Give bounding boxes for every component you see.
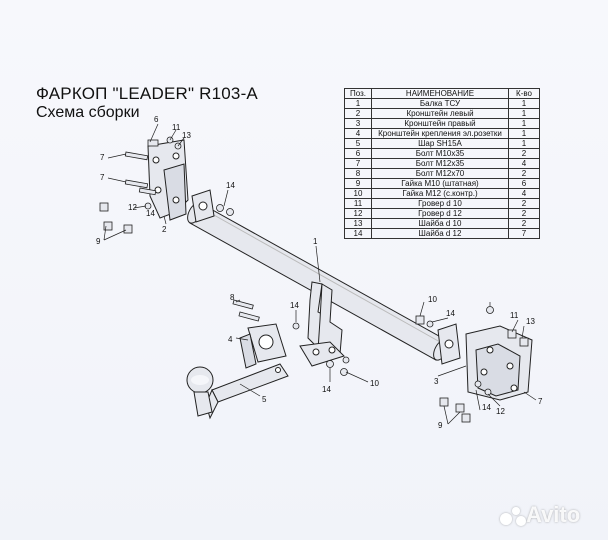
row-qty: 7 [508,228,540,239]
callout-10-upper: 10 [428,295,437,304]
watermark-text: Avito [526,502,581,527]
callout-14-right-bracket: 14 [482,403,491,412]
beam-right-end-plate [437,323,461,365]
diagram-subtitle: Схема сборки [36,104,140,121]
callout-1: 1 [313,237,318,246]
callout-7-left-lower: 7 [100,173,105,182]
callout-14-center: 14 [322,385,331,394]
left-bracket [147,139,189,221]
avito-logo-icon [500,507,526,527]
socket-bracket [239,323,287,369]
callout-10-lower: 10 [370,379,379,388]
avito-watermark: Avito [500,502,580,528]
callout-7-right: 7 [538,397,543,406]
callout-7-left-upper: 7 [100,153,105,162]
callout-14-beam-left: 14 [226,181,235,190]
right-bracket [465,325,533,401]
callout-2: 2 [162,225,167,234]
callout-5: 5 [262,395,267,404]
callout-13-left: 13 [182,131,191,140]
callout-14-socket: 14 [290,301,299,310]
ball-mount [186,363,289,420]
callout-11-left: 11 [172,123,181,132]
callout-11-right: 11 [510,311,519,320]
beam-center-bracket [299,281,345,367]
callout-6: 6 [154,115,159,124]
callout-4: 4 [228,335,233,344]
callout-12-right: 12 [496,407,505,416]
callout-13-right: 13 [526,317,535,326]
callout-3: 3 [434,377,439,386]
beam-left-end-plate [191,189,215,223]
callout-9-right: 9 [438,421,443,430]
diagram-title: ФАРКОП "LEADER" R103-A [36,84,258,103]
callout-14-beam-right: 14 [446,309,455,318]
callout-14-left-bracket: 14 [146,209,155,218]
callout-12-left: 12 [128,203,137,212]
leader-lines [103,123,537,425]
callout-8: 8 [230,293,235,302]
callout-9-left: 9 [96,237,101,246]
